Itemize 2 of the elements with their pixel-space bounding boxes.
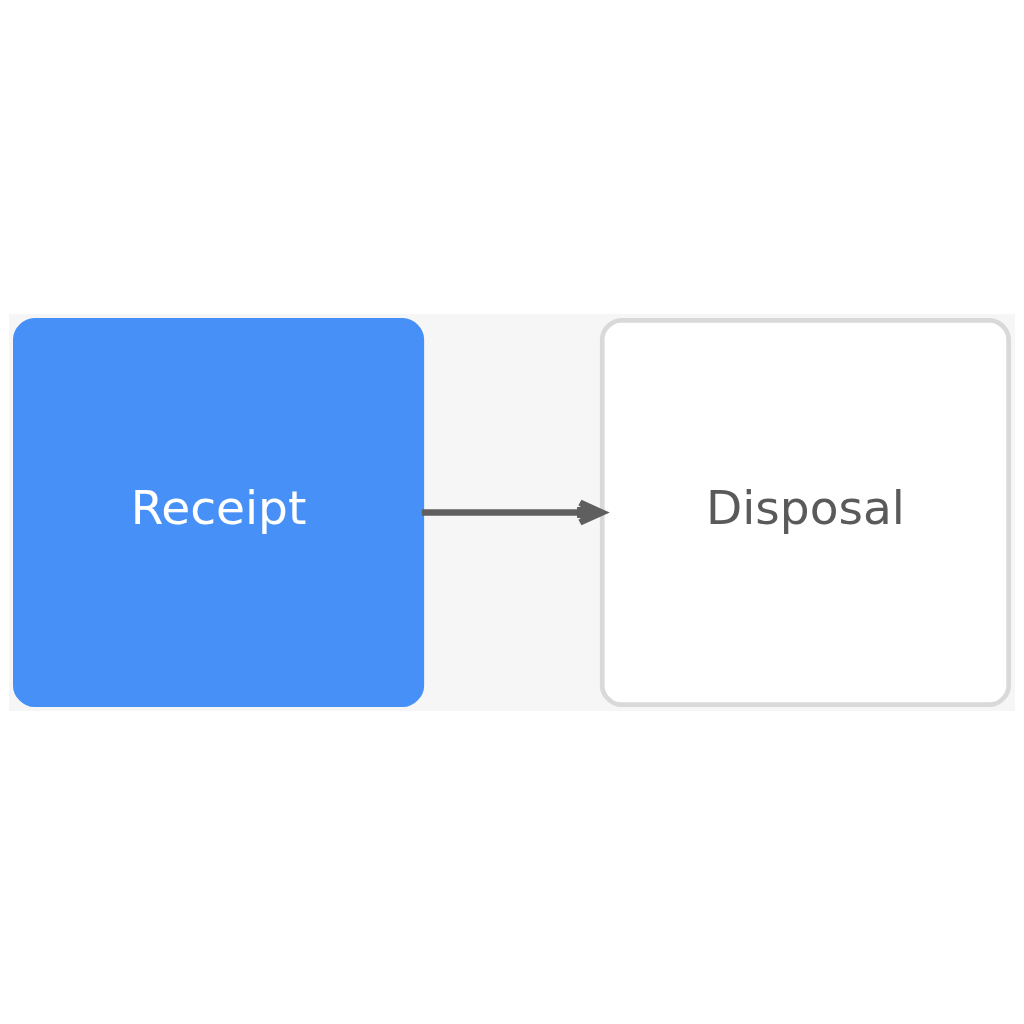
node-box: Disposal: [599, 317, 1011, 707]
node-box: Receipt: [13, 317, 425, 707]
